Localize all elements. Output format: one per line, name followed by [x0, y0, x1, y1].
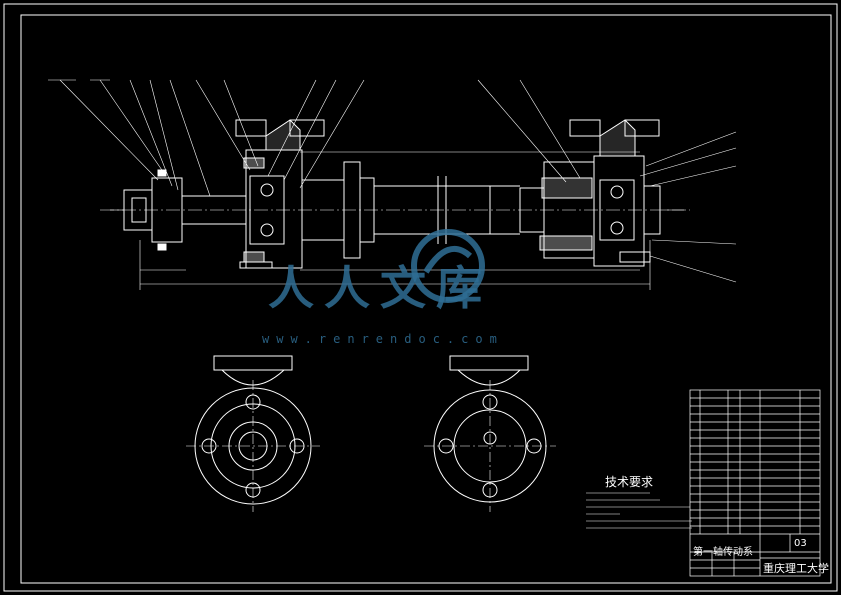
drawing-number: 03: [794, 538, 807, 549]
outer-border: [3, 3, 838, 592]
inner-border: [20, 14, 832, 584]
part-leader-lines: [48, 79, 737, 283]
tech-requirement-lines: [586, 492, 692, 529]
right-end-view: [424, 355, 556, 512]
parts-list-table: [689, 389, 821, 577]
watermark-logo-icon: [411, 229, 485, 303]
left-end-view: [186, 355, 320, 512]
technical-requirements-title: 技术要求: [605, 475, 654, 489]
institution-name: 重庆理工大学: [763, 562, 829, 575]
drawing-name: 第一轴传动系: [693, 547, 753, 558]
main-section-view: [100, 119, 690, 290]
